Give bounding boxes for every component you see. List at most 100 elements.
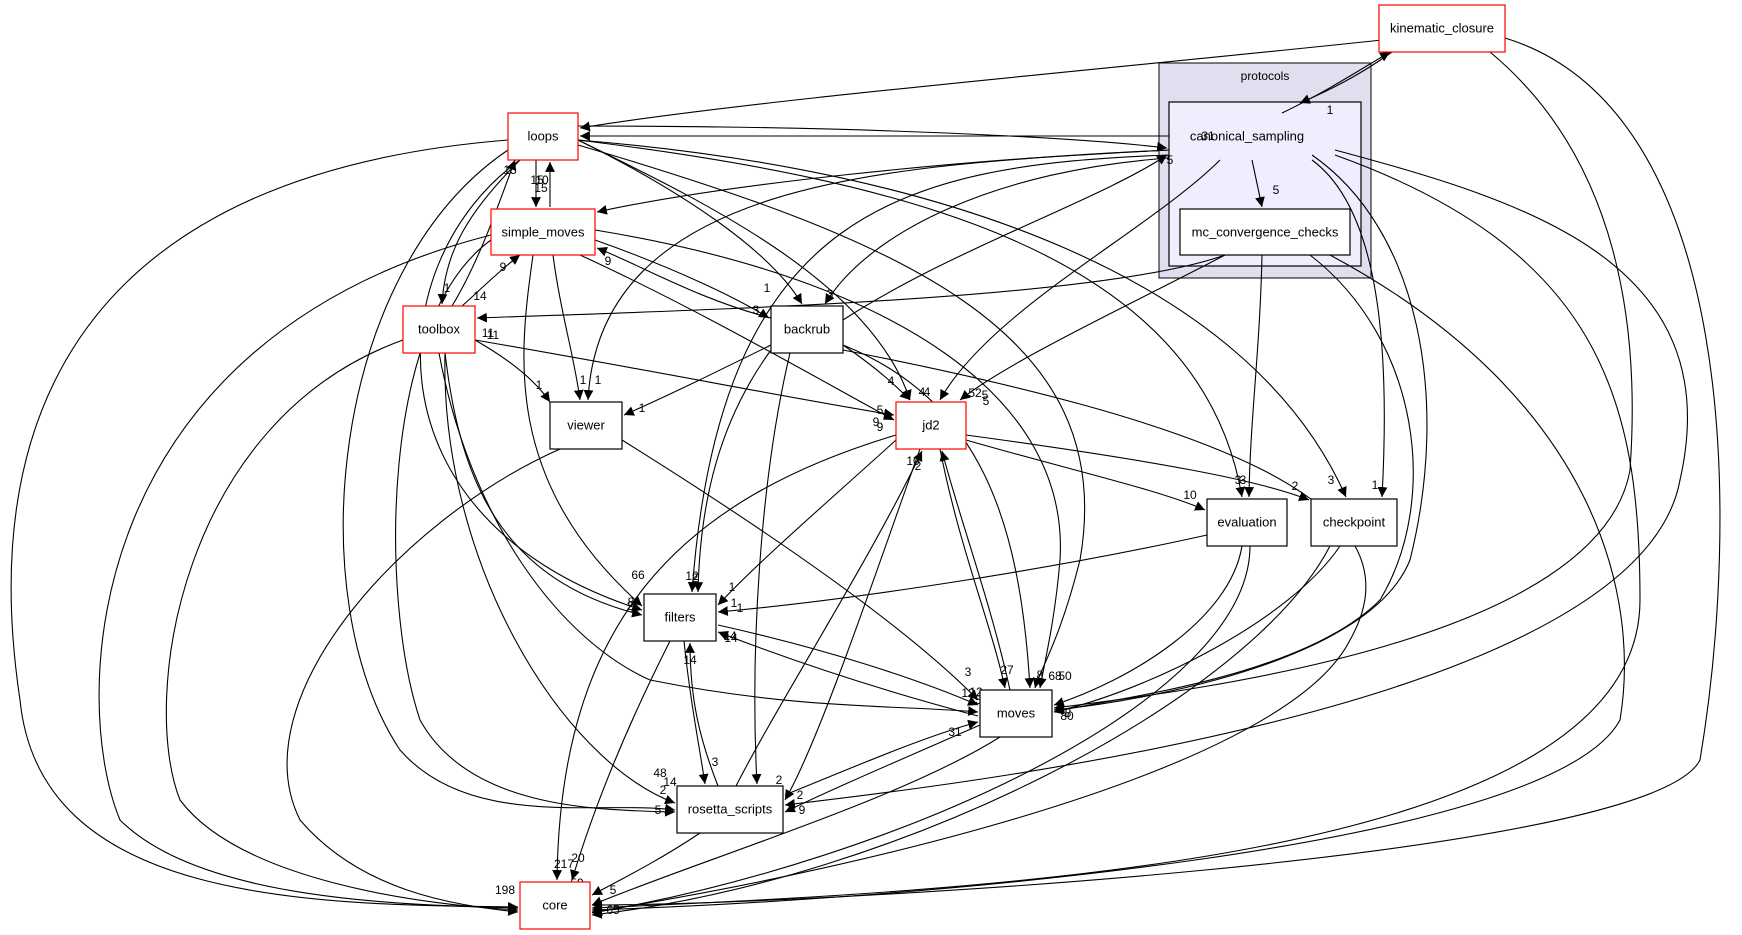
edge-label: 27 — [1000, 663, 1014, 677]
node-box — [549, 401, 623, 450]
edge-label-extra: 2 — [627, 599, 634, 613]
edge-label-extra: 50 — [1058, 669, 1072, 683]
edge-label: 12 — [685, 569, 699, 583]
node-label: evaluation — [1217, 515, 1276, 530]
edge-label: 4 — [924, 385, 931, 399]
edge-label-extra: 14 — [723, 629, 737, 643]
edge-rosetta-scripts-to-filters — [685, 642, 719, 787]
cluster-protocols-label: protocols — [1241, 69, 1290, 83]
node-filters[interactable]: filters — [643, 593, 717, 642]
edge-label: 12 — [961, 686, 975, 700]
node-kinematic-closure[interactable]: kinematic_closure — [1378, 4, 1506, 53]
edge-simple-moves-to-core — [98, 234, 519, 913]
edge-simple-moves-to-jd2 — [579, 254, 895, 421]
edge-mc-convergence-checks-to-toolbox — [476, 254, 1226, 323]
edge-label: 14 — [663, 775, 677, 789]
edge-label-extra: 48 — [653, 766, 667, 780]
edge-label-extra: 65 — [606, 903, 620, 917]
edge-canonical-sampling-to-checkpoint — [1311, 159, 1388, 498]
node-label: kinematic_closure — [1390, 21, 1494, 36]
node-box — [1378, 4, 1506, 53]
node-jd2[interactable]: jd2 — [895, 401, 967, 450]
node-box — [895, 401, 967, 450]
edge-label: 1 — [536, 378, 543, 392]
edge-backrub-to-simple-moves — [596, 247, 772, 319]
edge-jd2-to-moves — [939, 448, 1008, 689]
node-canonical-sampling[interactable]: canonical_sampling — [1190, 129, 1304, 144]
edge-label: 5 — [982, 388, 989, 402]
edge-label: 3 — [1235, 473, 1242, 487]
edge-jd2-to-filters — [717, 439, 897, 606]
edge-toolbox-to-core — [165, 339, 519, 915]
node-mc-convergence-checks[interactable]: mc_convergence_checks — [1179, 208, 1351, 256]
edge-label: 5 — [655, 803, 662, 817]
node-checkpoint[interactable]: checkpoint — [1310, 498, 1398, 547]
edge-kinematic-closure-to-core — [591, 37, 1721, 910]
edge-label: 4 — [919, 385, 926, 399]
edge-evaluation-to-core — [591, 545, 1251, 917]
edge-label: 15 — [503, 163, 517, 177]
node-evaluation[interactable]: evaluation — [1206, 498, 1288, 547]
edge-label: 10 — [1183, 488, 1197, 502]
edge-label-extra: 5 — [983, 394, 990, 408]
edge-label: 217 — [554, 857, 574, 871]
edge-toolbox-to-loops — [451, 159, 517, 307]
edge-label: 1 — [595, 373, 602, 387]
edge-label: 3 — [965, 665, 972, 679]
node-toolbox[interactable]: toolbox — [402, 305, 476, 354]
node-box — [507, 112, 579, 161]
node-backrub[interactable]: backrub — [770, 305, 844, 354]
edge-moves-to-rosetta-scripts — [784, 724, 981, 813]
edge-viewer-to-core — [286, 448, 561, 916]
edge-label: 31 — [1201, 129, 1215, 143]
edge-label-extra: 80 — [1060, 709, 1074, 723]
edge-label-extra: 9 — [799, 803, 806, 817]
node-loops[interactable]: loops — [507, 112, 579, 161]
node-box — [643, 593, 717, 642]
nodes: kinematic_closure canonical_sampling mc_… — [402, 4, 1506, 930]
edge-evaluation-to-filters — [717, 534, 1208, 617]
edge-label: 3 — [827, 287, 834, 301]
node-rosetta-scripts[interactable]: rosetta_scripts — [676, 785, 784, 834]
edge-canonical-sampling-to-filters — [687, 154, 1170, 593]
node-label: mc_convergence_checks — [1192, 225, 1339, 240]
edge-filters-to-moves — [717, 624, 979, 706]
node-core[interactable]: core — [519, 881, 591, 930]
edge-label: 1 — [731, 596, 738, 610]
edge-loops-to-rosetta-scripts — [342, 149, 676, 814]
node-viewer[interactable]: viewer — [549, 401, 623, 450]
edge-simple-moves-to-backrub — [594, 239, 770, 319]
edge-rosetta-scripts-to-jd2 — [735, 450, 923, 787]
node-label: backrub — [784, 322, 830, 337]
node-label: loops — [527, 129, 559, 144]
edge-label: 4 — [888, 374, 895, 388]
edge-label: 2 — [915, 459, 922, 473]
edges — [10, 37, 1721, 919]
edge-moves-to-core — [591, 736, 1001, 906]
edge-simple-moves-to-moves — [594, 229, 1061, 689]
node-label: moves — [997, 706, 1036, 721]
node-box — [402, 305, 476, 354]
edge-label: 3 — [1328, 473, 1335, 487]
edge-mc-convergence-checks-to-evaluation — [1244, 254, 1263, 498]
edge-toolbox-to-viewer — [474, 339, 551, 403]
edge-rosetta-scripts-to-core — [591, 832, 701, 896]
edge-label: 1 — [580, 373, 587, 387]
edge-filters-to-rosetta-scripts — [683, 640, 709, 785]
edge-label: 1 — [639, 401, 646, 415]
edge-moves-to-filters — [717, 630, 979, 717]
edge-label-extra: 11 — [487, 328, 500, 342]
node-label: toolbox — [418, 322, 460, 337]
edge-moves-to-jd2 — [939, 450, 1011, 691]
edge-checkpoint-to-core — [591, 545, 1331, 919]
edge-label: 2 — [797, 788, 804, 802]
edge-canonical-sampling-to-viewer — [583, 149, 1170, 401]
edge-filters-to-core — [570, 640, 671, 881]
node-label: checkpoint — [1323, 515, 1386, 530]
node-label: canonical_sampling — [1190, 129, 1304, 144]
node-moves[interactable]: moves — [979, 689, 1053, 738]
node-simple-moves[interactable]: simple_moves — [490, 208, 596, 256]
edge-loops-to-filters — [419, 159, 643, 612]
edge-backrub-to-rosetta-scripts — [751, 352, 791, 785]
edge-label: 2 — [776, 773, 783, 787]
